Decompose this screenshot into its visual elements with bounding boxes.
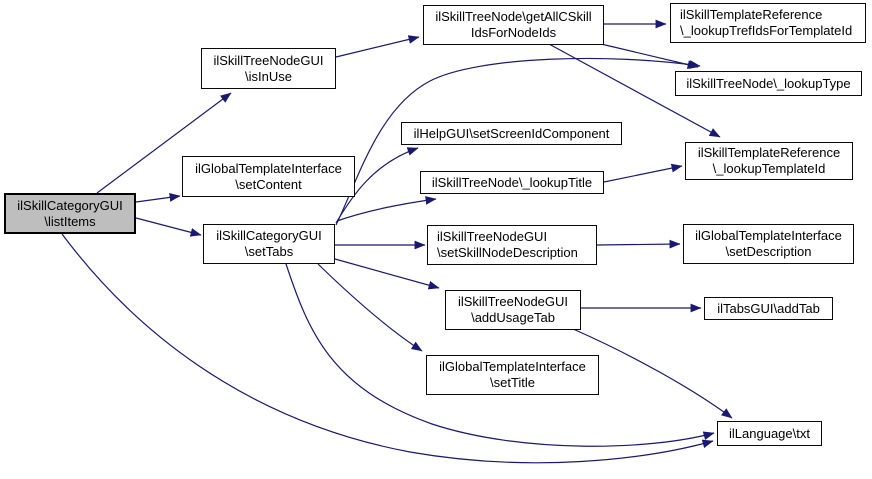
edge-listitems-isinuse [96,92,232,194]
node-label: \setDescription [725,244,812,259]
node-set-content[interactable]: ilGlobalTemplateInterface \setContent [182,156,355,197]
node-set-tabs[interactable]: ilSkillCategoryGUI \setTabs [203,224,335,264]
edge-lookuptitle-lookuptemplateid [603,163,683,183]
node-label: ilHelpGUI\setScreenIdComponent [413,125,610,141]
edge-settabs-setscreenidcomponent [335,147,419,224]
node-set-title[interactable]: ilGlobalTemplateInterface \setTitle [426,355,599,395]
node-label: \_lookupTrefIdsForTemplateId [680,23,853,38]
node-label: ilGlobalTemplateInterface [695,228,842,243]
node-label: ilSkillTreeNode\getAllCSkill [435,9,592,24]
edge-settabs-addusagetab [334,258,440,290]
node-label: ilSkillTemplateReference [680,7,823,22]
node-label: ilSkillTemplateReference [697,145,841,160]
node-label: \isInUse [245,68,292,84]
node-label: \listItems [44,213,96,229]
node-label: IdsForNodeIds [470,25,557,40]
edge-listitems-settabs [135,217,202,237]
node-set-description[interactable]: ilGlobalTemplateInterface \setDescriptio… [683,224,854,264]
node-label: \_lookupTemplateId [712,161,826,176]
edge-getallcskill-lookuptemplateid [548,43,721,138]
node-txt[interactable]: ilLanguage\txt [717,421,822,446]
node-list-items[interactable]: ilSkillCategoryGUI \listItems [4,193,136,234]
node-lookup-type[interactable]: ilSkillTreeNode\_lookupType [675,71,862,96]
edge-settabs-settitle [317,263,423,352]
edge-settabs-lookuptitle [336,196,437,222]
edge-setskillnodedescription-setdescription [596,239,681,249]
edge-addusagetab-txt [572,328,733,419]
node-label: \addUsageTab [471,310,555,325]
node-lookup-template-id[interactable]: ilSkillTemplateReference \_lookupTemplat… [685,142,853,180]
node-label: ilSkillTreeNodeGUI [213,52,324,68]
edge-settabs-lookuptype [335,57,701,226]
node-label: ilSkillCategoryGUI [216,228,322,243]
node-label: ilSkillTreeNodeGUI [457,294,569,309]
node-add-tab[interactable]: ilTabsGUI\addTab [704,297,833,320]
node-set-skill-node-description[interactable]: ilSkillTreeNodeGUI \setSkillNodeDescript… [427,225,597,265]
node-is-in-use[interactable]: ilSkillTreeNodeGUI \isInUse [201,48,336,89]
node-label: \setSkillNodeDescription [437,245,578,260]
node-set-screen-id-component[interactable]: ilHelpGUI\setScreenIdComponent [401,122,622,145]
node-get-all-cskill-ids-for-node-ids[interactable]: ilSkillTreeNode\getAllCSkill IdsForNodeI… [423,5,604,45]
node-label: ilGlobalTemplateInterface [195,160,342,176]
node-label: \setTabs [244,244,294,259]
node-label: ilSkillTreeNodeGUI [437,229,548,244]
edge-settabs-txt [285,263,715,447]
edge-listitems-setcontent [135,193,181,203]
node-label: \setTitle [489,375,536,390]
node-label: ilSkillTreeNode\_lookupType [686,75,851,91]
node-label: \setContent [235,176,302,192]
node-label: ilSkillCategoryGUI [17,197,123,213]
node-add-usage-tab[interactable]: ilSkillTreeNodeGUI \addUsageTab [445,290,581,330]
node-label: ilGlobalTemplateInterface [439,359,586,374]
edge-listitems-txt [61,233,714,464]
node-label: ilTabsGUI\addTab [717,300,820,316]
node-lookup-tref-ids-for-template-id[interactable]: ilSkillTemplateReference \_lookupTrefIds… [670,3,866,43]
node-label: ilSkillTreeNode\_lookupTitle [431,174,593,190]
node-label: ilLanguage\txt [729,425,810,441]
node-lookup-title[interactable]: ilSkillTreeNode\_lookupTitle [420,171,604,194]
edge-isinuse-getallcskill [335,35,420,58]
